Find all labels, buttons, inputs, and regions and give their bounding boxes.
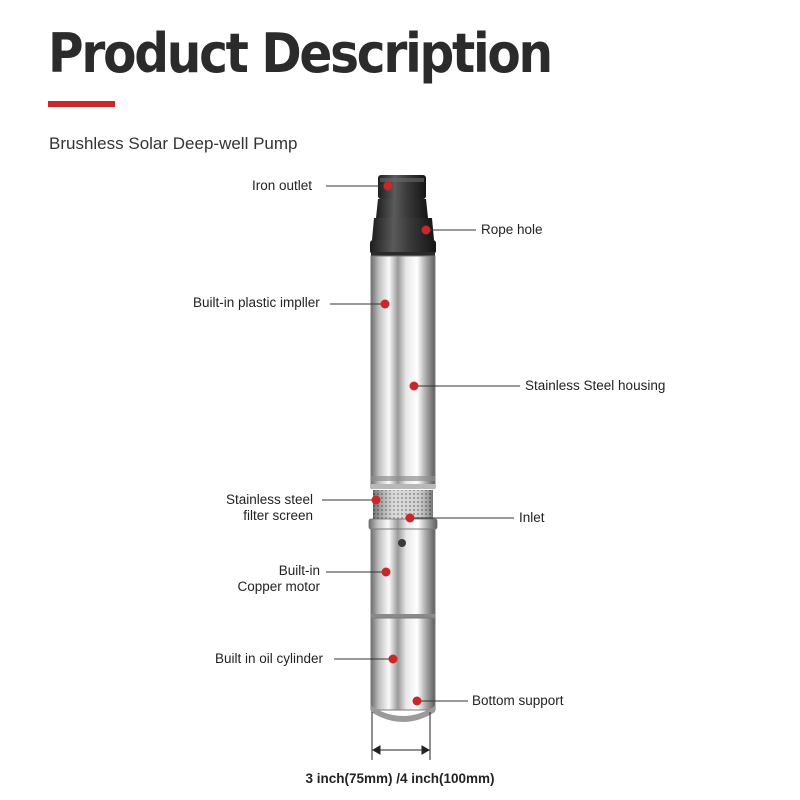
label-housing: Stainless Steel housing [525, 378, 665, 394]
label-filter-line2: filter screen [200, 508, 313, 524]
label-filter-screen: Stainless steel filter screen [200, 492, 313, 524]
label-bottom-support: Bottom support [472, 693, 564, 709]
oil-cylinder-part [371, 618, 435, 722]
label-copper-motor: Built-in Copper motor [210, 563, 320, 595]
marker-motor [382, 568, 391, 577]
housing-upper [371, 256, 435, 489]
marker-bottom-support [413, 697, 422, 706]
dimension-caption: 3 inch(75mm) /4 inch(100mm) [0, 771, 800, 786]
rope-hole-part [370, 218, 436, 258]
iron-outlet-part [376, 175, 428, 218]
label-impeller: Built-in plastic impller [193, 295, 320, 311]
label-rope-hole: Rope hole [481, 222, 543, 238]
label-motor-line2: Copper motor [210, 579, 320, 595]
marker-impeller [381, 300, 390, 309]
label-oil-cylinder: Built in oil cylinder [215, 651, 323, 667]
marker-rope-hole [422, 226, 431, 235]
label-inlet: Inlet [519, 510, 545, 526]
marker-housing [410, 382, 419, 391]
label-motor-line1: Built-in [210, 563, 320, 579]
motor-section [371, 529, 435, 618]
filter-screen-part [369, 490, 437, 529]
marker-oil-cylinder [389, 655, 398, 664]
label-filter-line1: Stainless steel [200, 492, 313, 508]
marker-iron-outlet [384, 182, 393, 191]
marker-filter [372, 496, 381, 505]
label-iron-outlet: Iron outlet [252, 178, 312, 194]
marker-inlet [406, 514, 415, 523]
